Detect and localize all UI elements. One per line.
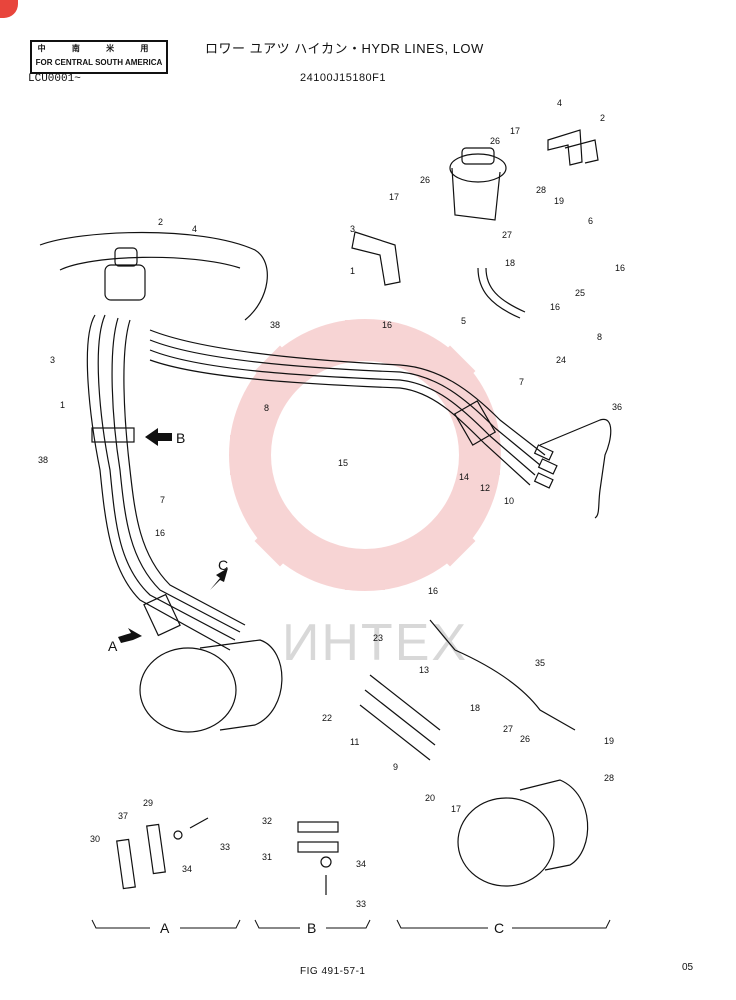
callout-7: 7 (160, 495, 165, 505)
callout-32: 32 (262, 816, 272, 826)
view-marker-b: B (176, 430, 185, 446)
callout-26b: 26 (420, 175, 430, 185)
callout-labels: 1 1 2 2 3 3 4 4 5 6 7 7 8 8 9 10 11 12 1… (38, 98, 625, 909)
detail-label-b: B (307, 920, 316, 936)
callout-15: 15 (338, 458, 348, 468)
detail-brackets (91, 919, 611, 929)
callout-27: 27 (502, 230, 512, 240)
callout-38: 38 (270, 320, 280, 330)
callout-33: 33 (220, 842, 230, 852)
callout-9: 9 (393, 762, 398, 772)
callout-31: 31 (262, 852, 272, 862)
detail-label-a: A (160, 920, 170, 936)
callout-17c: 17 (451, 804, 461, 814)
callout-22: 22 (322, 713, 332, 723)
serial-range: LCU0001~ (28, 73, 81, 85)
callout-16e: 16 (428, 586, 438, 596)
callout-33b: 33 (356, 899, 366, 909)
page-number: 05 (682, 962, 694, 973)
corner-mark (0, 0, 18, 18)
callout-8: 8 (264, 403, 269, 413)
view-marker-a: A (108, 638, 118, 654)
main-assembly (39, 129, 612, 887)
callout-1: 1 (60, 400, 65, 410)
callout-1b: 1 (350, 266, 355, 276)
watermark-text: ИНТЕХ (282, 614, 468, 672)
callout-38b: 38 (38, 455, 48, 465)
callout-20: 20 (425, 793, 435, 803)
callout-5: 5 (461, 316, 466, 326)
callout-2b: 2 (600, 113, 605, 123)
page-title: ロワー ユアツ ハイカン・HYDR LINES, LOW (205, 41, 484, 56)
callout-28b: 28 (604, 773, 614, 783)
callout-23: 23 (373, 633, 383, 643)
callout-13: 13 (419, 665, 429, 675)
watermark-gear-icon (229, 319, 501, 591)
callout-34b: 34 (356, 859, 366, 869)
callout-17: 17 (510, 126, 520, 136)
detail-label-c: C (494, 920, 504, 936)
callout-12: 12 (480, 483, 490, 493)
callout-26c: 26 (520, 734, 530, 744)
region-stamp: 中 南 米 用 FOR CENTRAL SOUTH AMERICA (30, 40, 168, 74)
callout-3: 3 (50, 355, 55, 365)
callout-18b: 18 (470, 703, 480, 713)
callout-14: 14 (459, 472, 469, 482)
callout-28: 28 (536, 185, 546, 195)
view-marker-c: C (218, 557, 228, 573)
callout-16d: 16 (550, 302, 560, 312)
callout-36: 36 (612, 402, 622, 412)
callout-29: 29 (143, 798, 153, 808)
callout-19b: 19 (604, 736, 614, 746)
callout-16c: 16 (615, 263, 625, 273)
callout-37: 37 (118, 811, 128, 821)
part-number: 24100J15180F1 (300, 72, 387, 84)
callout-17b: 17 (389, 192, 399, 202)
callout-18: 18 (505, 258, 515, 268)
callout-7b: 7 (519, 377, 524, 387)
callout-4: 4 (192, 224, 197, 234)
callout-19: 19 (554, 196, 564, 206)
callout-4b: 4 (557, 98, 562, 108)
detail-parts (116, 817, 339, 895)
fittings-10-12 (533, 444, 558, 489)
callout-11: 11 (350, 737, 359, 747)
callout-3b: 3 (350, 224, 355, 234)
callout-6: 6 (588, 216, 593, 226)
callout-27b: 27 (503, 724, 513, 734)
callout-8b: 8 (597, 332, 602, 342)
callout-30: 30 (90, 834, 100, 844)
callout-24: 24 (556, 355, 566, 365)
stamp-line-1: 中 南 米 用 (37, 44, 161, 53)
callout-35: 35 (535, 658, 545, 668)
callout-34: 34 (182, 864, 192, 874)
stamp-line-2: FOR CENTRAL SOUTH AMERICA (35, 58, 163, 67)
figure-number: FIG 491-57-1 (300, 966, 366, 977)
callout-16b: 16 (382, 320, 392, 330)
callout-2: 2 (158, 217, 163, 227)
callout-16: 16 (155, 528, 165, 538)
callout-26: 26 (490, 136, 500, 146)
callout-25: 25 (575, 288, 585, 298)
view-arrows (118, 428, 228, 643)
callout-10: 10 (504, 496, 514, 506)
